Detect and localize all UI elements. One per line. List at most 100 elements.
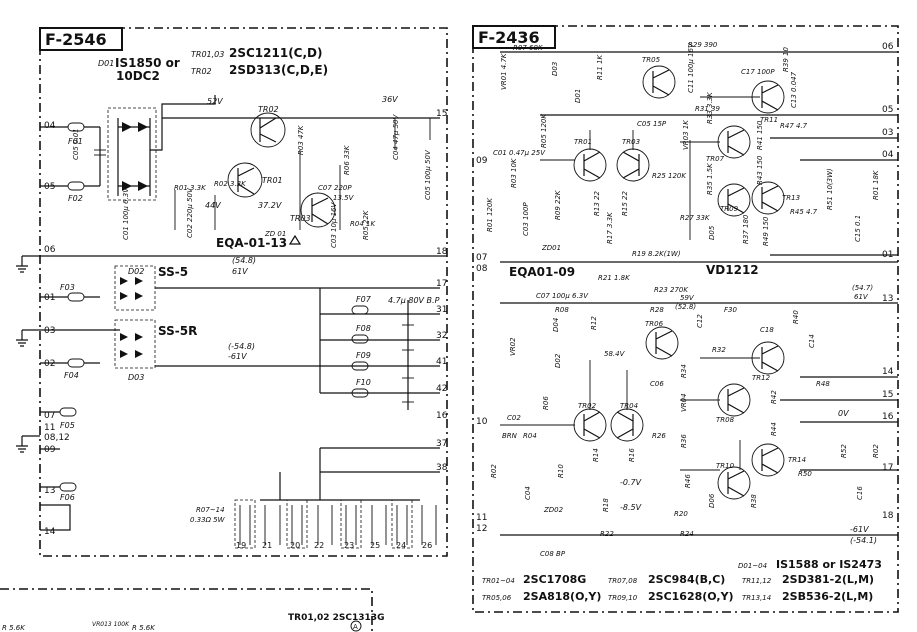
r06-label: R06 33K: [343, 144, 351, 175]
v36: 36V: [382, 95, 398, 104]
c14r-label: C14: [808, 334, 816, 348]
output-resistors: R07~14 0.33Ω 5W 19 21 20 22 23 25 24 26: [190, 499, 437, 550]
r19r-label: R19 8.2K(1W): [632, 250, 681, 258]
d01-parts: IS1850 or: [115, 56, 180, 70]
r05r-label: R05 120K: [540, 113, 548, 148]
r45r-label: R45 4.7: [790, 208, 818, 216]
tr12-label: TR12: [752, 374, 771, 382]
r14r-label: R14: [592, 448, 600, 462]
d01-04-label: D01~04: [738, 562, 767, 570]
c03-label: C03 10μ 16V: [330, 201, 338, 248]
tr11-12-label: TR11,12: [742, 577, 772, 585]
terminal-r13: 13: [882, 294, 893, 304]
v0: 0V: [838, 409, 849, 418]
v528: (52.8): [675, 303, 696, 311]
f06-label: F06: [60, 493, 75, 502]
tr02-symbol: [250, 112, 286, 148]
v135: 13.5V: [333, 194, 355, 202]
d02-label: D02: [128, 267, 144, 276]
terminal-04: 04: [44, 121, 56, 131]
d01-alt: 10DC2: [116, 69, 160, 83]
tr05-label: TR05: [642, 56, 661, 64]
d01r-label: D01: [574, 89, 582, 103]
tr06-label: TR06: [645, 320, 664, 328]
f04-label: F04: [64, 371, 79, 380]
r05-label: R05 22K: [362, 209, 370, 240]
r22r-label: R22: [600, 530, 614, 538]
r10r-label: R10: [557, 464, 565, 478]
terminal-r07: 07: [476, 253, 487, 263]
zd01-label: ZD 01: [264, 230, 286, 238]
bottom-r1: R 5.6K: [2, 624, 26, 632]
fuse-rating: 4.7μ 80V B.P: [388, 296, 440, 305]
v85: -8.5V: [620, 503, 642, 512]
c18r-label: C18: [760, 326, 774, 334]
r51-label: R51 10(3W): [826, 168, 834, 210]
r52r-label: R52: [840, 444, 848, 458]
c07r-label: C07 100μ 6.3V: [536, 292, 589, 300]
f02-label: F02: [68, 194, 83, 203]
board-f2546-id: F-2546: [45, 30, 107, 49]
terminal-08-12: 08,12: [44, 433, 70, 443]
terminal-r10: 10: [476, 417, 488, 427]
f08-label: F08: [356, 324, 371, 333]
board-f2436-outline: [472, 25, 899, 613]
terminal-20: 20: [290, 541, 300, 550]
c05b-label: C05 100μ 50V: [424, 149, 432, 200]
r31-label: R31 39: [695, 105, 720, 113]
r02b-label: R02: [872, 444, 880, 458]
r48r-label: R48: [816, 380, 830, 388]
v548n: (-54.8): [228, 342, 255, 351]
terminal-r01: 01: [882, 250, 893, 260]
board-f2546-outline: [39, 27, 448, 557]
vr04-label: VR04: [680, 393, 688, 412]
upper-channel: 06 05 03 04 09 01 07 08 R07 68K R29 390 …: [476, 41, 898, 300]
d01-04-part: IS1588 or IS2473: [776, 558, 882, 571]
r08r-label: R08: [555, 306, 569, 314]
c17r-label: C17 100P: [741, 68, 775, 76]
tr07-label: TR07: [706, 155, 725, 163]
zd02r-label: ZD02: [543, 506, 564, 514]
d06r-label: D06: [708, 493, 716, 508]
terminal-42: 42: [436, 384, 447, 394]
c01-label: C01 100μ 6.3V: [122, 187, 130, 240]
fuse-f09: [351, 361, 369, 371]
r07-14-label: R07~14: [196, 506, 225, 514]
vd-label: VD1212: [706, 263, 759, 277]
bottom-vr: VR013 100K: [92, 621, 130, 628]
eqa-r-label: EQA01-09: [509, 265, 575, 279]
bridge-d03-outline: [114, 319, 156, 369]
v61n: -61V: [228, 352, 247, 361]
r07r-label: R07 68K: [513, 44, 544, 52]
d02r-label: D02: [554, 353, 562, 368]
tr08-label: TR08: [716, 416, 735, 424]
fuse-f01: [67, 122, 85, 132]
r26r-label: R26: [652, 432, 666, 440]
f01-label: F01: [68, 137, 83, 146]
c11r-label: C11 100μ 16V: [687, 42, 695, 93]
ss5r-label: SS-5R: [158, 324, 197, 338]
terminal-r15: 15: [882, 390, 893, 400]
r37-label: R37 180: [742, 214, 750, 244]
r44r-label: R44: [770, 422, 778, 436]
board-bottom-partial: TR01,02 2SC1313G A R 5.6K R 5.6K VR013 1…: [0, 588, 384, 632]
fuse-f05: [59, 407, 77, 417]
d04r-label: D04: [552, 318, 560, 332]
board-f2546: F-2546 D01 IS1850 or 10DC2 TR01,03 2SC12…: [16, 27, 448, 557]
c04-label: C04 47μ 50V: [392, 113, 400, 160]
regulator-section: TR02 52V TR01 37.2V 36V 44V TR03 R01 3.3…: [40, 95, 447, 257]
c12r-label: C12: [696, 314, 704, 328]
r40r-label: R40: [792, 310, 800, 324]
fuse-f08: [351, 334, 369, 344]
c01r-label: C01 0.47μ 25V: [493, 149, 546, 157]
r27r-label: R27 33K: [680, 214, 711, 222]
f30-label: F30: [724, 306, 737, 314]
terminal-31: 31: [436, 305, 447, 315]
terminal-r04: 04: [882, 150, 894, 160]
r09r-label: R09 22K: [554, 189, 562, 220]
board-f2436-id: F-2436: [478, 28, 540, 47]
fuse-f03: [67, 292, 85, 302]
r36r-label: R36: [680, 434, 688, 448]
tr05-06-label: TR05,06: [482, 594, 512, 602]
